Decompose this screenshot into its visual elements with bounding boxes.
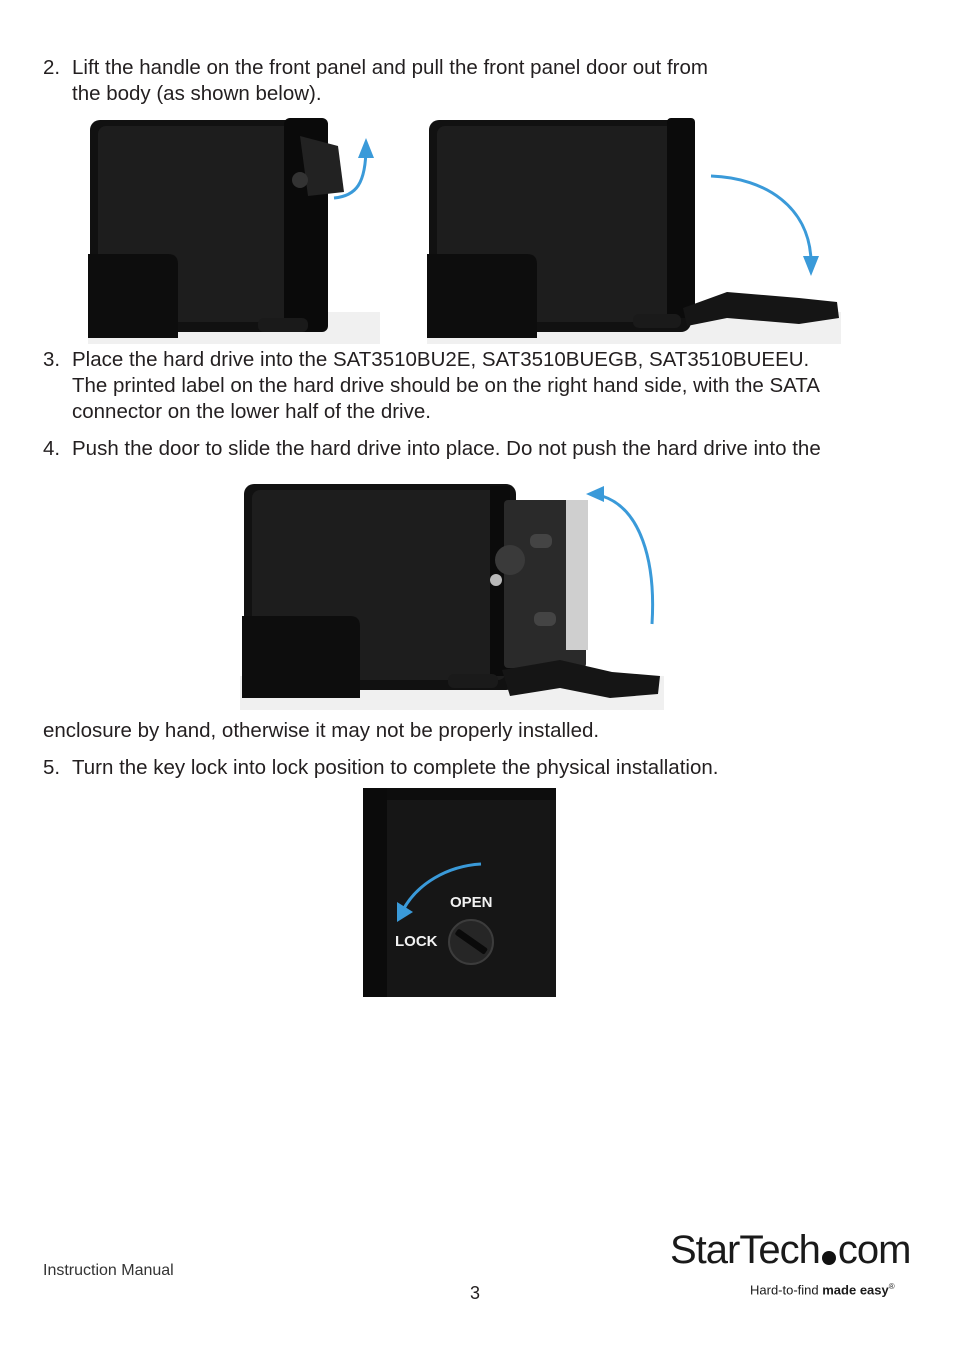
- enclosure-handle-lift-photo: [88, 118, 380, 344]
- footer-manual-label: Instruction Manual: [43, 1262, 174, 1279]
- step-5-line-1: Turn the key lock into lock position to …: [72, 756, 719, 779]
- startech-logo: StarTech com Hard-to-find made easy®: [670, 1228, 912, 1297]
- step-3-line-2: The printed label on the hard drive shou…: [72, 374, 820, 397]
- logo-wordmark: StarTech: [670, 1228, 821, 1272]
- pull-arrow-icon: [710, 174, 813, 261]
- push-arrow-icon: [601, 494, 655, 625]
- step-4-line-1: Push the door to slide the hard drive in…: [72, 437, 821, 460]
- tagline-registered-mark: ®: [888, 1282, 895, 1291]
- rotate-arrow-icon: [401, 862, 482, 911]
- step-4-number: 4.: [43, 437, 61, 460]
- step-3-number: 3.: [43, 348, 61, 371]
- key-lock-photo: OPEN LOCK: [363, 788, 556, 997]
- page-number: 3: [470, 1283, 481, 1303]
- tagline-part-a: Hard-to-find: [750, 1282, 823, 1298]
- step-4-continuation: enclosure by hand, otherwise it may not …: [43, 719, 600, 742]
- logo-tagline: Hard-to-find made easy®: [750, 1282, 895, 1297]
- logo-suffix: com: [837, 1228, 912, 1272]
- tagline-part-b: made easy: [822, 1282, 889, 1298]
- lock-label: LOCK: [395, 933, 438, 950]
- step-2-line-2: the body (as shown below).: [72, 82, 322, 105]
- open-label: OPEN: [450, 894, 493, 911]
- step-5-number: 5.: [43, 756, 61, 779]
- step-2-line-1: Lift the handle on the front panel and p…: [72, 56, 708, 79]
- hard-drive-insert-photo: [240, 484, 664, 710]
- logo-dot-icon: [821, 1251, 836, 1265]
- step-3-line-3: connector on the lower half of the drive…: [72, 400, 431, 423]
- step-2-number: 2.: [43, 56, 61, 79]
- enclosure-door-open-photo: [427, 118, 841, 344]
- step-3-line-1: Place the hard drive into the SAT3510BU2…: [72, 348, 810, 371]
